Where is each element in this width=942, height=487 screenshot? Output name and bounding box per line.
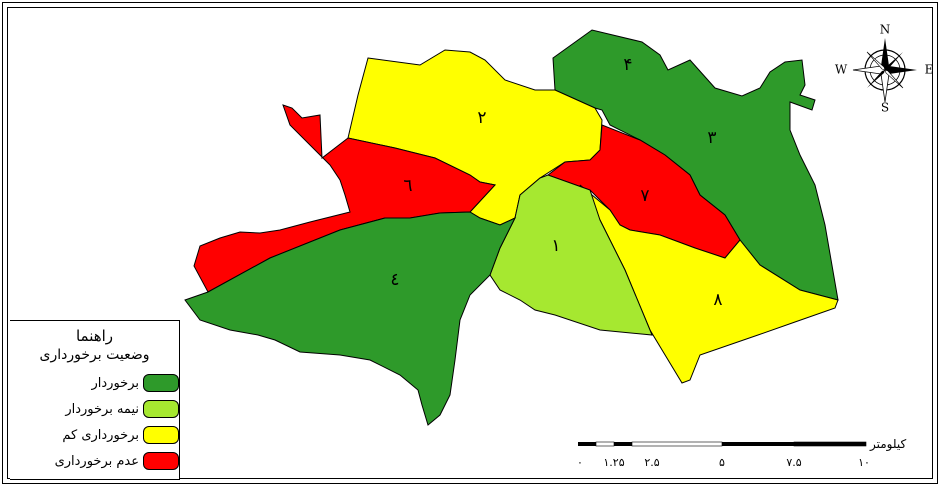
scale-tick: ۰ (577, 456, 583, 469)
legend-item: عدم برخورداری (10, 448, 179, 474)
zone-label-2: ۲ (477, 108, 486, 128)
scale-segment (578, 442, 596, 446)
scale-segment (614, 442, 632, 446)
legend-item-label: برخوردار (91, 375, 140, 391)
legend-item: نیمه برخوردار (10, 396, 179, 422)
zone-label-8: ۸ (713, 290, 722, 310)
legend-subtitle: وضعیت برخورداری (39, 347, 150, 363)
scale-tick: ۱۰ (858, 456, 870, 469)
legend-swatch (143, 426, 179, 444)
scale-tick: ۲.۵ (644, 456, 659, 469)
zone-label-5: ۴ (623, 55, 632, 75)
north-arrow-icon: N S E W (835, 23, 934, 115)
legend-item: برخوردار (10, 370, 179, 396)
scale-segment (595, 441, 615, 447)
compass-s: S (881, 101, 889, 115)
compass-e: E (925, 63, 934, 77)
legend-swatch (143, 400, 179, 418)
scale-bar: کیلومتر ۰ ۱.۲۵ ۲.۵ ۵ ۷.۵ ۱۰ (577, 437, 906, 469)
scale-segment (794, 442, 866, 446)
zone-label-1: ۱ (551, 236, 560, 256)
compass-w: W (835, 63, 848, 77)
zone-label-4: ٤ (390, 270, 399, 290)
zone-label-6: ٦ (403, 176, 412, 196)
map-legend: راهنما وضعیت برخورداری برخوردار نیمه برخ… (10, 320, 180, 480)
scale-tick: ۵ (719, 456, 725, 469)
zone-label-3: ۳ (707, 128, 716, 148)
compass-n: N (880, 23, 891, 37)
scale-segment (722, 442, 794, 446)
zone-label-7: ۷ (640, 186, 649, 206)
zone-4[interactable] (184, 211, 517, 426)
scale-tick: ۱.۲۵ (603, 456, 624, 469)
scale-tick: ۷.۵ (786, 456, 801, 469)
legend-title: راهنما (75, 327, 114, 345)
zone-8[interactable] (579, 184, 839, 384)
scale-unit: کیلومتر (869, 437, 906, 452)
scale-segment (631, 441, 723, 447)
legend-swatch (143, 452, 179, 470)
legend-item: برخورداری کم (10, 422, 179, 448)
legend-swatch (143, 374, 179, 392)
legend-item-label: نیمه برخوردار (65, 401, 139, 417)
legend-item-label: عدم برخورداری (54, 453, 139, 469)
legend-item-label: برخورداری کم (62, 427, 139, 443)
map-inner-frame (7, 7, 933, 479)
